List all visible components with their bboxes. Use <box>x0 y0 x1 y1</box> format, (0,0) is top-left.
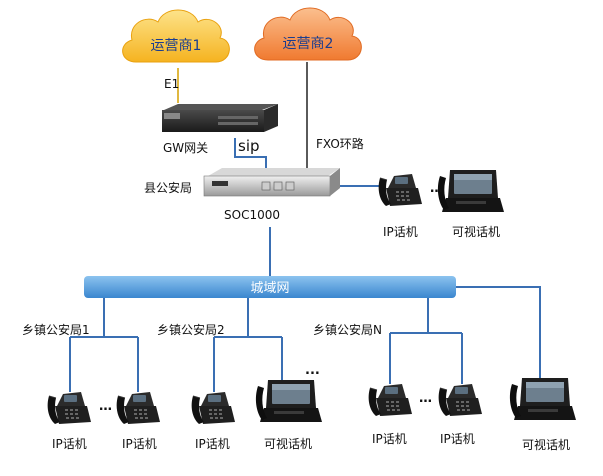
carrier-2-label: 运营商2 <box>283 36 334 52</box>
carrier-1-label: 运营商1 <box>151 38 202 54</box>
video-phone-label: 可视话机 <box>452 224 500 239</box>
gw-gateway-label: GW网关 <box>163 141 208 155</box>
metro-label: 城域网 <box>250 281 289 296</box>
ip-phone-icon <box>368 383 413 417</box>
ip-phone-label: IP话机 <box>383 225 418 239</box>
soc1000-label: SOC1000 <box>224 208 280 222</box>
ip-phone-label: IP话机 <box>52 437 87 451</box>
ip-phone-icon <box>47 391 92 425</box>
video-phone-icon <box>437 170 504 212</box>
sip-link <box>234 138 267 172</box>
ellipsis: … <box>99 399 112 414</box>
county-police-label: 县公安局 <box>144 180 192 195</box>
ip-phone-label: IP话机 <box>440 432 475 446</box>
town-police-1-label: 乡镇公安局1 <box>22 322 90 337</box>
video-phone-icon <box>255 380 322 422</box>
video-phone-label: 可视话机 <box>522 437 570 452</box>
carrier-1-cloud: 运营商1 <box>122 9 230 63</box>
ip-phone-icon <box>116 391 161 425</box>
metro-network-bus: 城域网 <box>84 276 456 298</box>
town-police-n-label: 乡镇公安局N <box>313 322 382 337</box>
ip-phone-label: IP话机 <box>372 432 407 446</box>
video-phone-icon <box>509 378 576 420</box>
ip-phone-icon <box>378 173 423 207</box>
fxo-loop-label: FXO环路 <box>316 136 364 151</box>
soc1000-device <box>203 168 340 197</box>
connection-lines <box>69 62 541 392</box>
ip-phone-icon <box>438 383 483 417</box>
gw-gateway-device <box>162 104 278 132</box>
carrier-2-cloud: 运营商2 <box>254 7 362 61</box>
ip-phone-label: IP话机 <box>122 437 157 451</box>
ip-phone-icon <box>191 391 236 425</box>
ellipsis: … <box>419 391 432 406</box>
ellipsis: ... <box>305 363 320 378</box>
sip-label: sip <box>238 137 260 155</box>
town-police-2-label: 乡镇公安局2 <box>157 322 225 337</box>
ip-phone-label: IP话机 <box>195 437 230 451</box>
video-phone-label: 可视话机 <box>264 436 312 451</box>
e1-label: E1 <box>164 77 179 91</box>
ellipsis: … <box>430 181 443 196</box>
